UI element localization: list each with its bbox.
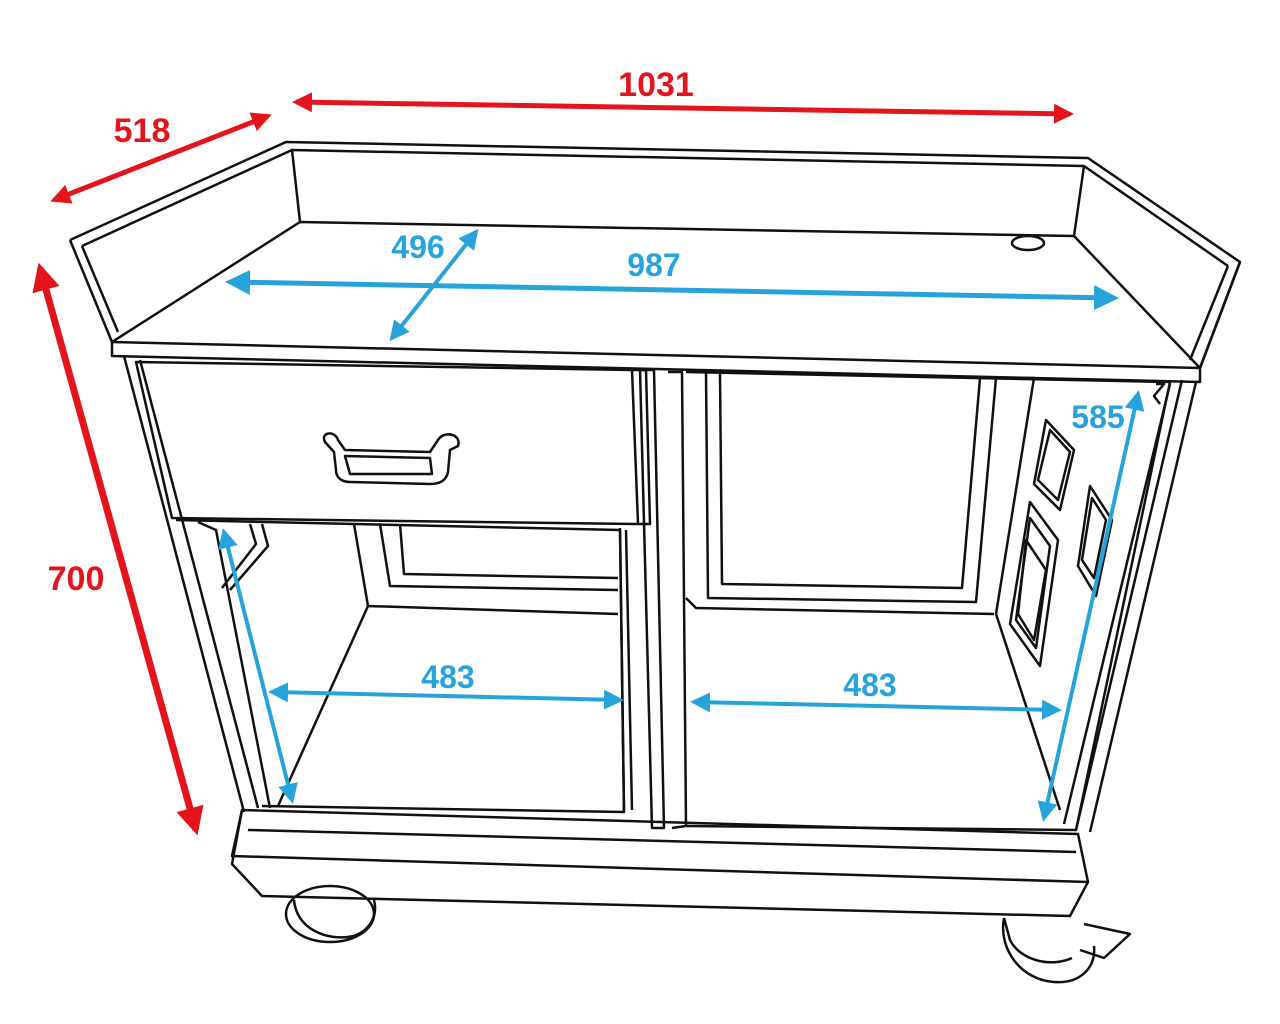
width-label: 1031 — [618, 66, 694, 104]
side-panel-low — [1008, 500, 1060, 668]
height-label: 700 — [48, 560, 105, 598]
center-divider — [638, 368, 666, 830]
right-compartment-width-label: 483 — [843, 667, 896, 703]
height-arrow — [32, 262, 204, 836]
width-arrow — [292, 92, 1074, 124]
inner-dimensions: 496 987 483 483 585 — [218, 228, 1145, 822]
left-side-wall — [68, 239, 114, 343]
left-compartment-height-arrow — [218, 528, 298, 804]
caster-right-icon — [1001, 917, 1132, 984]
depth-arrow — [50, 112, 272, 204]
top-width-arrow — [225, 269, 1119, 311]
drawer-handle-icon — [322, 432, 460, 486]
right-compartment-width-arrow — [690, 692, 1062, 720]
caster-left-icon — [284, 884, 377, 944]
depth-label: 518 — [114, 112, 171, 150]
outer-dimensions: 1031 518 700 — [32, 66, 1074, 836]
body-right-edge — [1088, 381, 1198, 833]
drawer — [134, 360, 640, 526]
top-width-label: 987 — [627, 247, 680, 283]
base-plinth — [230, 808, 1090, 918]
compartment-height-arrow — [1037, 390, 1145, 822]
left-compartment — [175, 518, 626, 814]
left-compartment-width-arrow — [268, 682, 624, 710]
right-side-wall — [1198, 261, 1242, 369]
cable-hole — [1010, 234, 1046, 252]
compartment-height-label: 585 — [1071, 399, 1124, 435]
top-depth-label: 496 — [391, 229, 444, 265]
left-compartment-width-label: 483 — [421, 659, 474, 695]
